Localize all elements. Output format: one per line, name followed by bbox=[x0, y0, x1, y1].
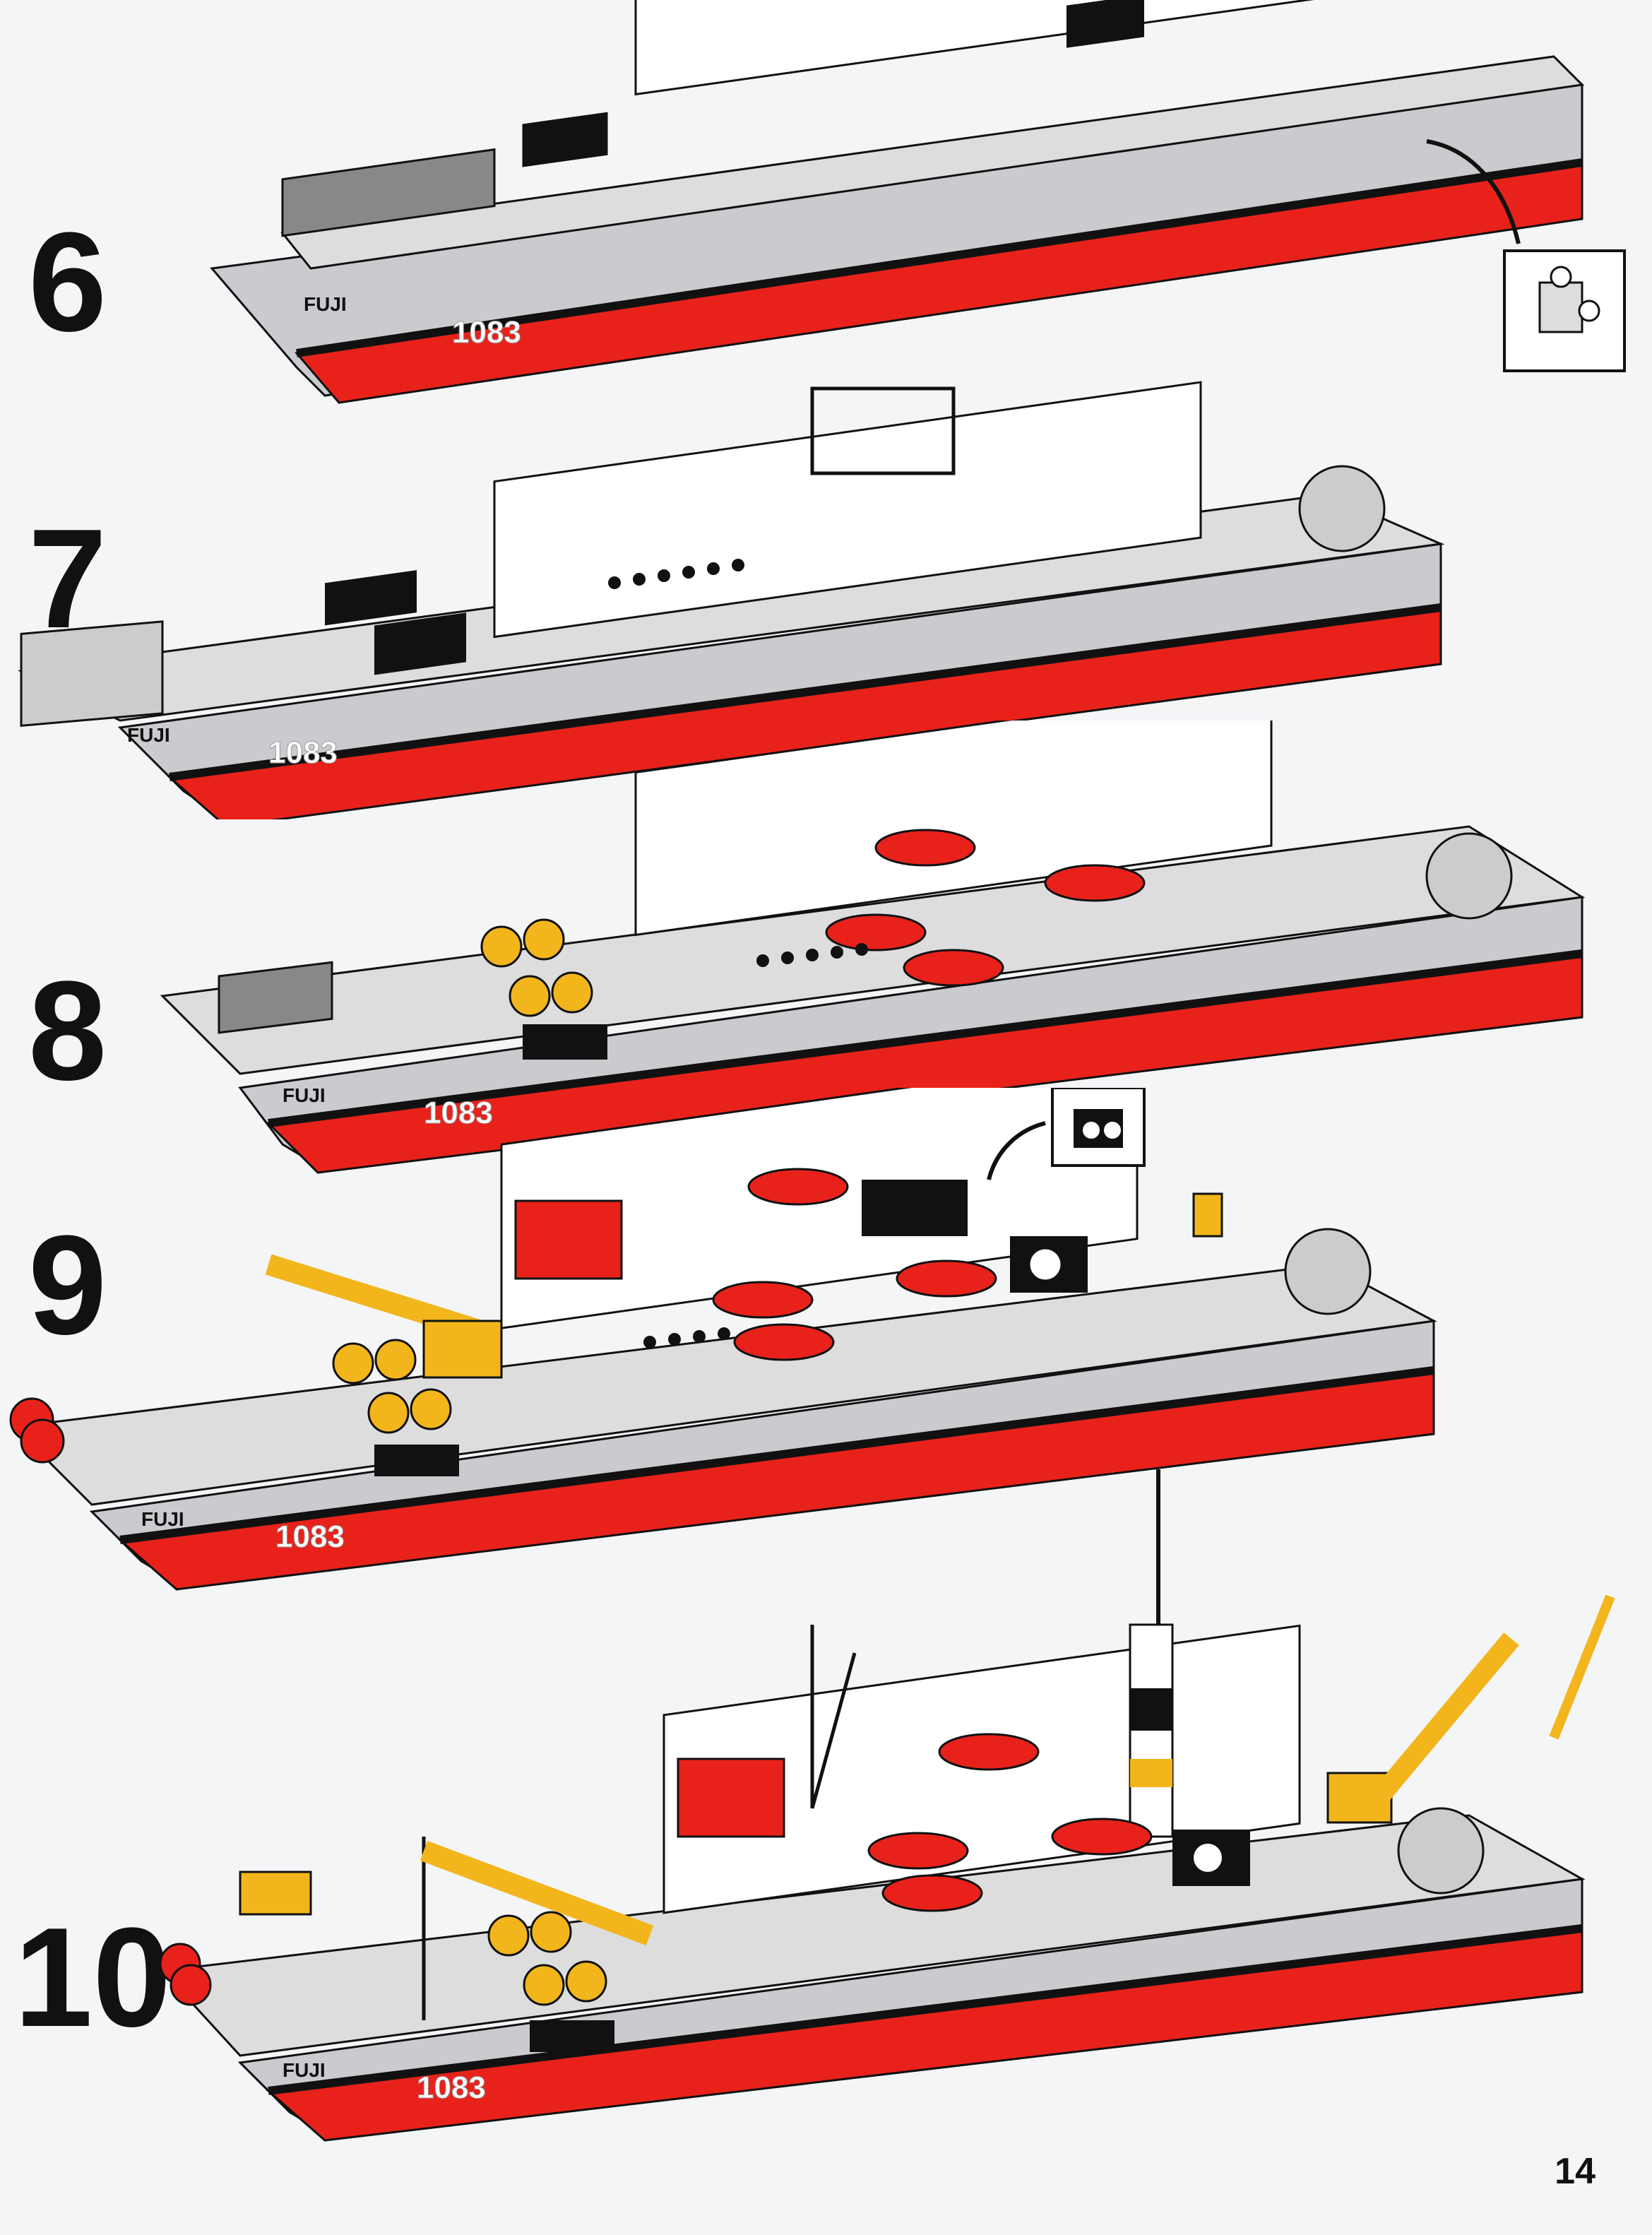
step-6-ship: FUJI 1083 bbox=[210, 0, 1626, 404]
ship-name-label: FUJI bbox=[141, 1508, 184, 1530]
hull-number-label: 1083 bbox=[268, 735, 338, 770]
step-9-ship: FUJI 1083 bbox=[9, 1088, 1437, 1591]
arrow-icon bbox=[1426, 139, 1521, 244]
brick-2x2-round-studs-icon bbox=[1074, 1109, 1123, 1148]
arrow-icon bbox=[987, 1121, 1046, 1180]
step-7-ship: FUJI 1083 bbox=[17, 381, 1445, 819]
ship-name-label: FUJI bbox=[304, 293, 347, 315]
step-number-10: 10 bbox=[14, 1899, 172, 2056]
brick-1x1-side-stud-icon bbox=[1538, 266, 1600, 333]
step-number-9: 9 bbox=[28, 1207, 107, 1364]
hull-number-label: 1083 bbox=[275, 1519, 345, 1554]
ship-name-label: FUJI bbox=[283, 2059, 326, 2081]
ship-name-label: FUJI bbox=[283, 1084, 326, 1106]
hull-number-label: 1083 bbox=[424, 1096, 493, 1130]
hull-number-label: 1083 bbox=[417, 2070, 486, 2105]
ship-name-label: FUJI bbox=[127, 724, 170, 746]
step-10-ship: FUJI 1083 bbox=[159, 1469, 1615, 2142]
step-8-ship: FUJI 1083 bbox=[160, 721, 1586, 1174]
page-number: 14 bbox=[1555, 2151, 1595, 2192]
hull-number-label: 1083 bbox=[452, 315, 521, 350]
step-number-6: 6 bbox=[28, 203, 107, 361]
step-number-8: 8 bbox=[28, 952, 107, 1110]
step-number-7: 7 bbox=[28, 500, 107, 658]
